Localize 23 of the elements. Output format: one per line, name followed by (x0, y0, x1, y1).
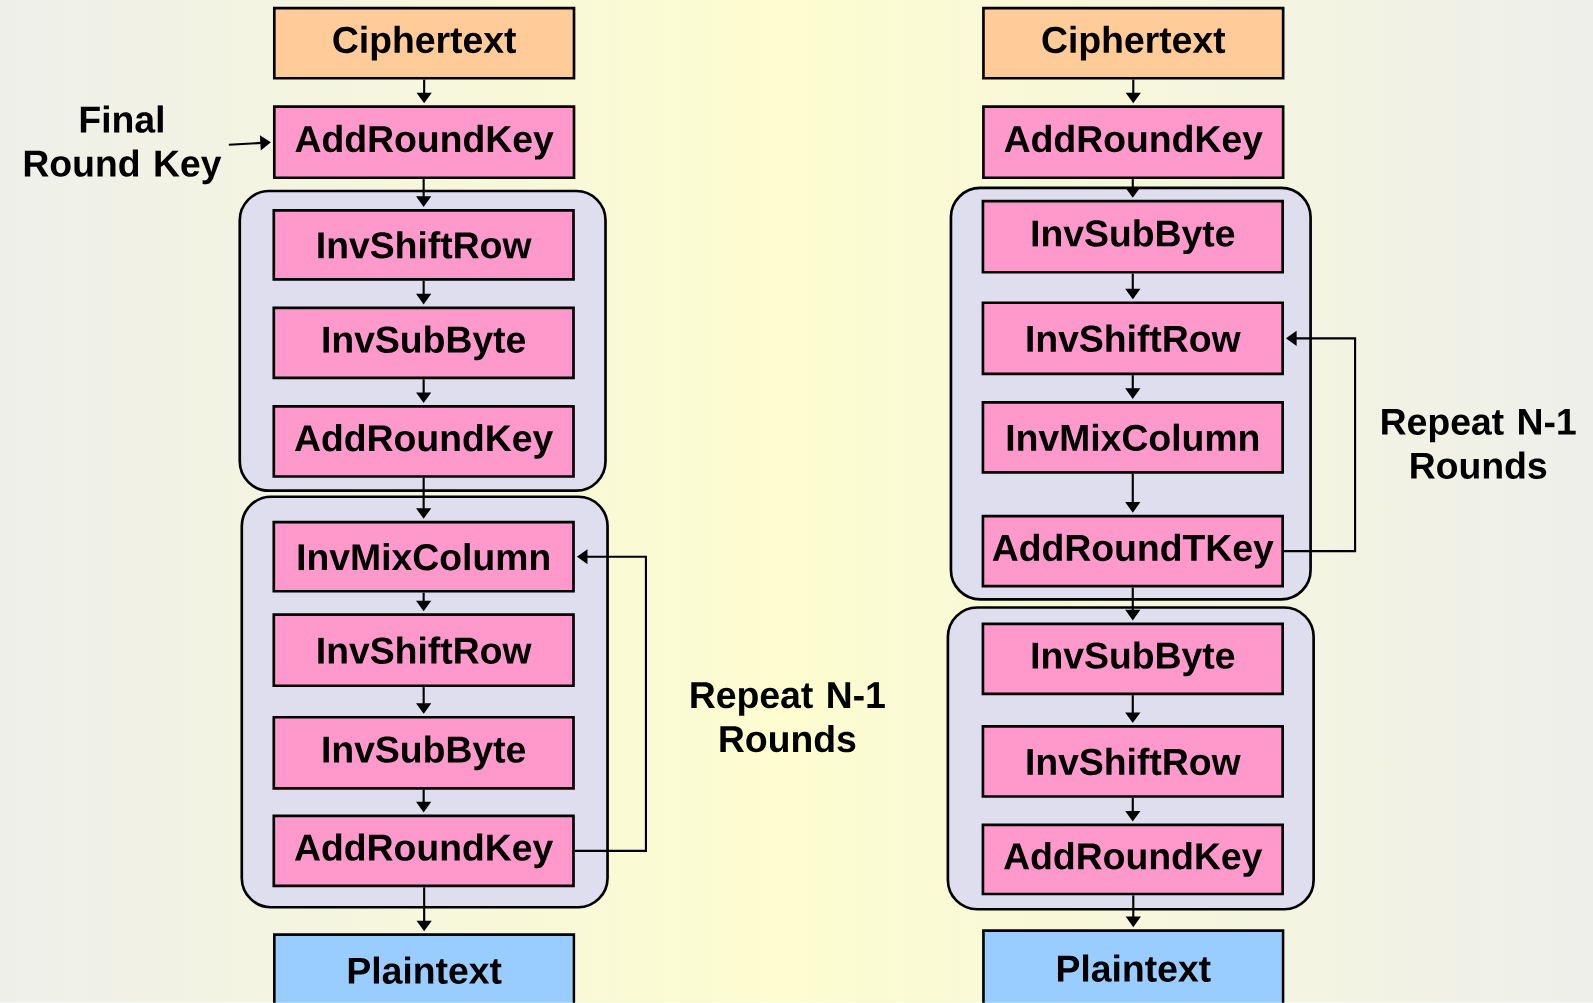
process-box: AddRoundKey (982, 105, 1285, 180)
loop-label: Repeat N-1 Rounds (691, 682, 885, 753)
process-box: InvMixColumn (981, 401, 1284, 474)
loop-label: Repeat N-1 Rounds (1382, 409, 1576, 480)
input-box: Ciphertext (272, 6, 576, 80)
process-box: InvMixColumn (272, 521, 575, 593)
process-box: InvShiftRow (272, 209, 575, 281)
process-box: AddRoundKey (272, 105, 576, 180)
process-box: AddRoundKey (981, 823, 1284, 896)
process-box: AddRoundTKey (981, 514, 1284, 588)
process-box: InvShiftRow (272, 613, 575, 688)
key-label: Final Round Key (24, 105, 222, 185)
output-box: Plaintext (982, 929, 1285, 1003)
input-box: Ciphertext (982, 6, 1285, 80)
process-box: InvSubByte (981, 199, 1284, 274)
output-box: Plaintext (272, 933, 576, 1003)
process-box: InvShiftRow (981, 301, 1284, 376)
process-box: InvSubByte (272, 716, 575, 790)
process-box: InvSubByte (981, 622, 1284, 696)
process-box: AddRoundKey (272, 405, 575, 478)
process-box: InvShiftRow (981, 725, 1284, 798)
process-box: InvSubByte (272, 306, 575, 380)
process-box: AddRoundKey (272, 814, 575, 888)
